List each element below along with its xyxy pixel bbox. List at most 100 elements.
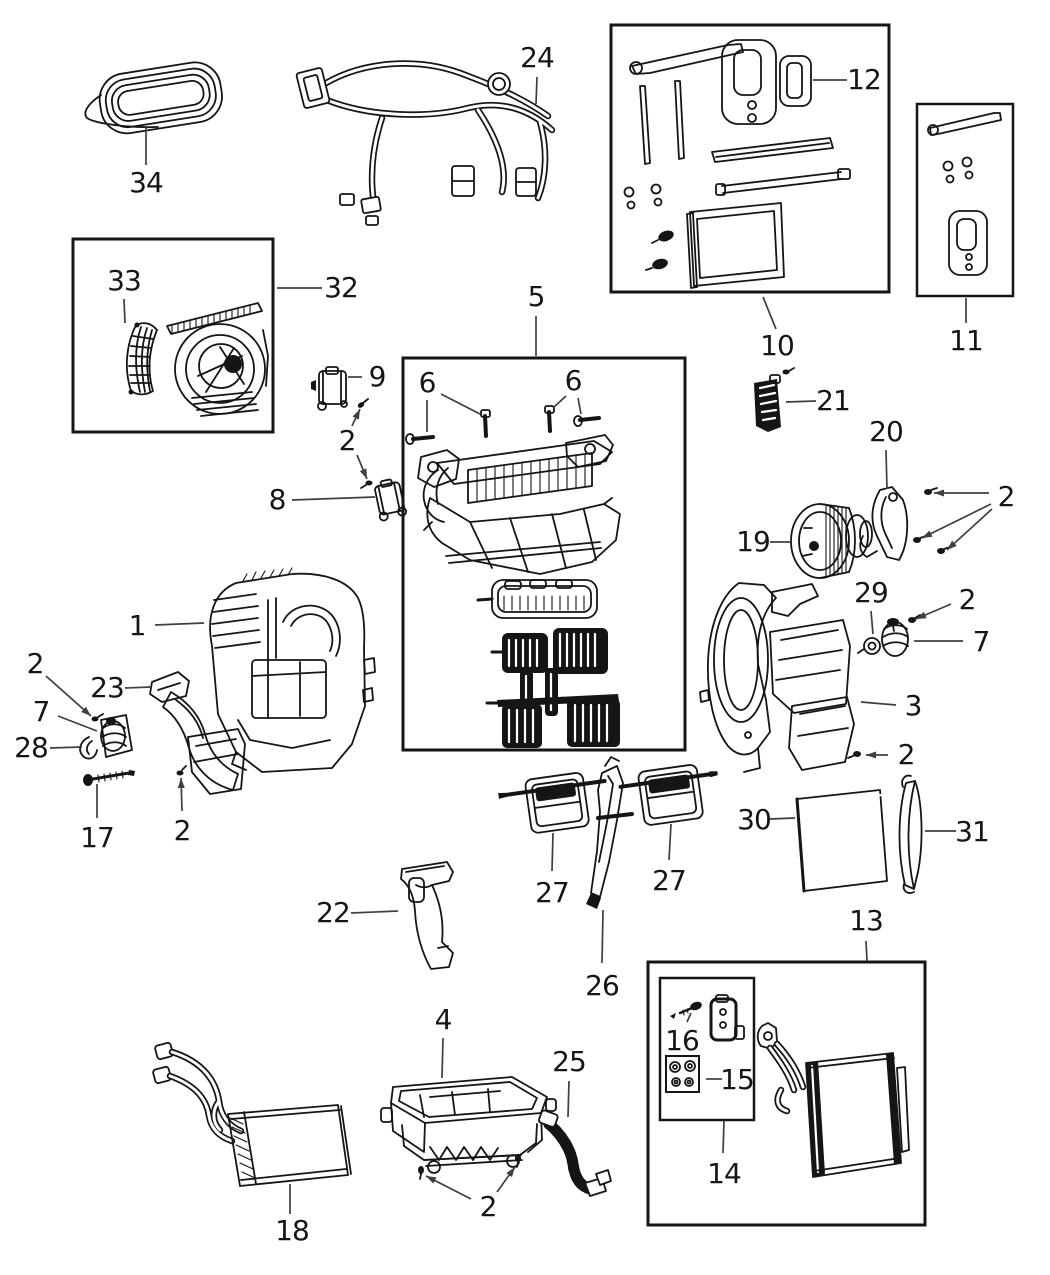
- leader-line: [180, 777, 183, 812]
- callout-5: 5: [527, 280, 546, 313]
- main-housing-1: [209, 567, 376, 773]
- callout-19: 19: [736, 525, 771, 558]
- leader-arrowhead: [866, 751, 876, 759]
- callout-32: 32: [324, 271, 359, 304]
- blend-door-27-left: [498, 772, 607, 834]
- screw-2-e: [913, 535, 927, 543]
- leader-line: [57, 715, 98, 732]
- screw-2-g: [847, 751, 861, 759]
- callout-29: 29: [854, 576, 889, 609]
- txv-screw-16: [670, 1001, 702, 1019]
- callout-2: 2: [26, 647, 45, 680]
- leader-line: [551, 832, 554, 872]
- callout-26: 26: [585, 969, 620, 1002]
- leader-arrowhead: [359, 468, 367, 479]
- leader-line: [785, 400, 817, 403]
- screw-2-f: [937, 546, 951, 554]
- evaporator-kit-box: [646, 960, 927, 1227]
- leader-line: [350, 910, 399, 914]
- blower-scroll-housing-3: [699, 582, 855, 773]
- screw-6-b: [480, 409, 491, 438]
- grate-mid-5: [490, 628, 608, 716]
- callout-6: 6: [418, 366, 437, 399]
- callout-9: 9: [368, 360, 387, 393]
- leader-line: [425, 1175, 472, 1200]
- leader-line: [762, 296, 777, 330]
- callout-2: 2: [897, 738, 916, 771]
- callout-13: 13: [849, 904, 884, 937]
- leader-arrowhead: [177, 778, 185, 789]
- leader-line: [552, 395, 567, 409]
- callout-27: 27: [652, 864, 687, 897]
- floor-duct-22: [400, 861, 454, 970]
- screw-2-b: [360, 480, 373, 489]
- leader-arrowhead: [947, 540, 957, 550]
- leader-arrowhead: [916, 611, 927, 619]
- callout-22: 22: [316, 896, 351, 929]
- hardware-kit-contents: [623, 39, 851, 289]
- leader-line: [722, 1120, 725, 1154]
- grommet-12: [779, 55, 812, 107]
- leader-line: [921, 503, 992, 539]
- actuator-8: [374, 478, 408, 522]
- callout-18: 18: [275, 1214, 310, 1247]
- callout-10: 10: [760, 329, 795, 362]
- leader-line: [860, 701, 897, 706]
- callout-2: 2: [338, 424, 357, 457]
- screw-2-i: [176, 765, 187, 776]
- screw-2-a: [357, 398, 369, 408]
- heater-core-18: [152, 1041, 352, 1187]
- callout-2: 2: [997, 480, 1016, 513]
- leader-line: [124, 686, 152, 689]
- blower-housing-32: [166, 302, 269, 417]
- screw-2-c: [908, 614, 921, 623]
- blower-bracket-20: [859, 486, 909, 561]
- leader-line: [356, 454, 368, 480]
- actuator-7-left: [100, 714, 133, 758]
- actuator-9: [311, 366, 348, 411]
- recirc-housing-4: [380, 1076, 557, 1180]
- cover-kit-contents: [927, 112, 1002, 276]
- filter-cover-31: [898, 774, 923, 894]
- leader-arrowhead: [934, 489, 944, 497]
- leader-line: [567, 1080, 570, 1118]
- blower-resistor-21: [754, 367, 795, 432]
- callout-12: 12: [847, 63, 882, 96]
- leader-line: [535, 76, 538, 105]
- leader-line: [915, 603, 952, 620]
- screw-2-j: [418, 1166, 424, 1180]
- callout-2: 2: [958, 583, 977, 616]
- cabin-filter-30: [795, 789, 888, 893]
- callout-20: 20: [869, 415, 904, 448]
- leader-arrowhead: [506, 1167, 515, 1178]
- blend-door-27-right: [618, 764, 718, 826]
- leader-line: [686, 1012, 692, 1023]
- leader-arrowhead: [81, 706, 91, 716]
- screw-6-a: [405, 433, 435, 445]
- leader-line: [440, 393, 481, 415]
- heater-distribution-housing-5: [405, 405, 621, 575]
- oring-seals-15: [669, 1060, 696, 1087]
- valve-29: [857, 637, 881, 655]
- callout-11: 11: [949, 324, 984, 357]
- heater-unit-box: [401, 356, 687, 752]
- callout-1: 1: [128, 609, 147, 642]
- harness-connectors: [295, 67, 537, 226]
- blower-unit-box: [71, 237, 275, 434]
- leader-line: [123, 298, 126, 324]
- leader-line: [49, 746, 83, 749]
- callout-23: 23: [90, 671, 125, 704]
- leader-line: [577, 397, 582, 415]
- drain-hose-25: [538, 1109, 612, 1197]
- oring-kit-box: [665, 1055, 700, 1093]
- blower-inlet-filter-33: [126, 322, 158, 396]
- evaporator-core-13: [756, 1022, 910, 1178]
- leader-arrowhead: [922, 530, 933, 538]
- callout-3: 3: [904, 689, 923, 722]
- defrost-duct-23: [149, 671, 246, 795]
- callout-2: 2: [173, 814, 192, 847]
- cover-kit-box: [915, 102, 1015, 298]
- callout-15: 15: [720, 1063, 755, 1096]
- leader-line: [441, 1037, 444, 1079]
